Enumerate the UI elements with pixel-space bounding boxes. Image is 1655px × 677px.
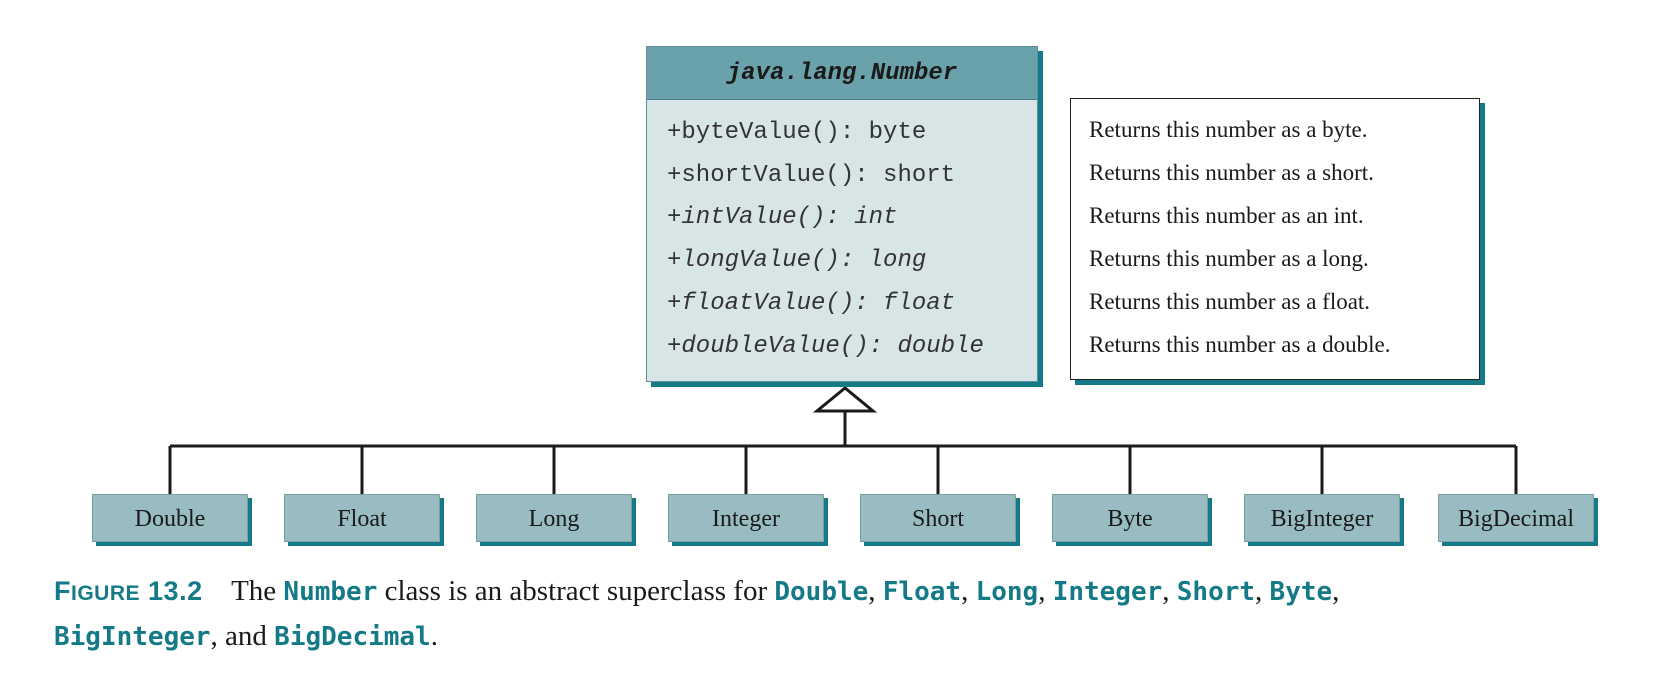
subclass-label: Long [476, 494, 632, 542]
subclass-label: Integer [668, 494, 824, 542]
caption-text: class is an abstract superclass for [384, 575, 768, 607]
desc-box-body: Returns this number as a byte. Returns t… [1070, 98, 1480, 380]
class-box-body: java.lang.Number +byteValue(): byte +sho… [646, 46, 1038, 382]
subclass-label: Float [284, 494, 440, 542]
description-byte: Returns this number as a byte. [1089, 117, 1368, 142]
method-byte-value: +byteValue(): byte [667, 119, 927, 146]
caption-code-byte: Byte [1269, 577, 1333, 607]
subclass-label: Double [92, 494, 248, 542]
caption-code-long: Long [975, 577, 1039, 607]
caption-text: The [231, 575, 277, 607]
caption-code-number: Number [283, 577, 378, 607]
caption-code-short: Short [1176, 577, 1256, 607]
method-descriptions-box: Returns this number as a byte. Returns t… [1070, 98, 1485, 385]
subclass-float: Float [284, 494, 444, 546]
caption-code-float: Float [882, 577, 962, 607]
caption-text: . [430, 620, 438, 652]
description-double: Returns this number as a double. [1089, 332, 1391, 357]
uml-class-number: java.lang.Number +byteValue(): byte +sho… [646, 46, 1043, 387]
description-float: Returns this number as a float. [1089, 289, 1371, 314]
method-float-value: +floatValue(): float [667, 290, 956, 317]
subclass-integer: Integer [668, 494, 828, 546]
subclass-short: Short [860, 494, 1020, 546]
subclass-label: BigDecimal [1438, 494, 1594, 542]
subclass-bigdecimal: BigDecimal [1438, 494, 1598, 546]
description-int: Returns this number as an int. [1089, 203, 1364, 228]
subclass-double: Double [92, 494, 252, 546]
subclass-label: BigInteger [1244, 494, 1400, 542]
figure-caption: FIGURE 13.2 The Number class is an abstr… [54, 575, 1340, 652]
caption-code-integer: Integer [1052, 577, 1163, 607]
caption-code-bigdecimal: BigDecimal [274, 622, 431, 652]
subclass-label: Byte [1052, 494, 1208, 542]
method-short-value: +shortValue(): short [667, 162, 956, 189]
method-int-value: +intValue(): int [667, 204, 898, 231]
description-short: Returns this number as a short. [1089, 160, 1374, 185]
subclass-long: Long [476, 494, 636, 546]
inheritance-arrowhead [812, 386, 878, 413]
subclass-biginteger: BigInteger [1244, 494, 1404, 546]
figure-label: FIGURE 13.2 [54, 576, 203, 606]
class-name: java.lang.Number [647, 47, 1037, 100]
method-double-value: +doubleValue(): double [667, 333, 984, 360]
subclass-byte: Byte [1052, 494, 1212, 546]
caption-code-double: Double [774, 577, 869, 607]
description-long: Returns this number as a long. [1089, 246, 1369, 271]
caption-code-biginteger: BigInteger [54, 622, 211, 652]
method-long-value: +longValue(): long [667, 247, 927, 274]
caption-text: , and [210, 620, 267, 652]
subclass-label: Short [860, 494, 1016, 542]
